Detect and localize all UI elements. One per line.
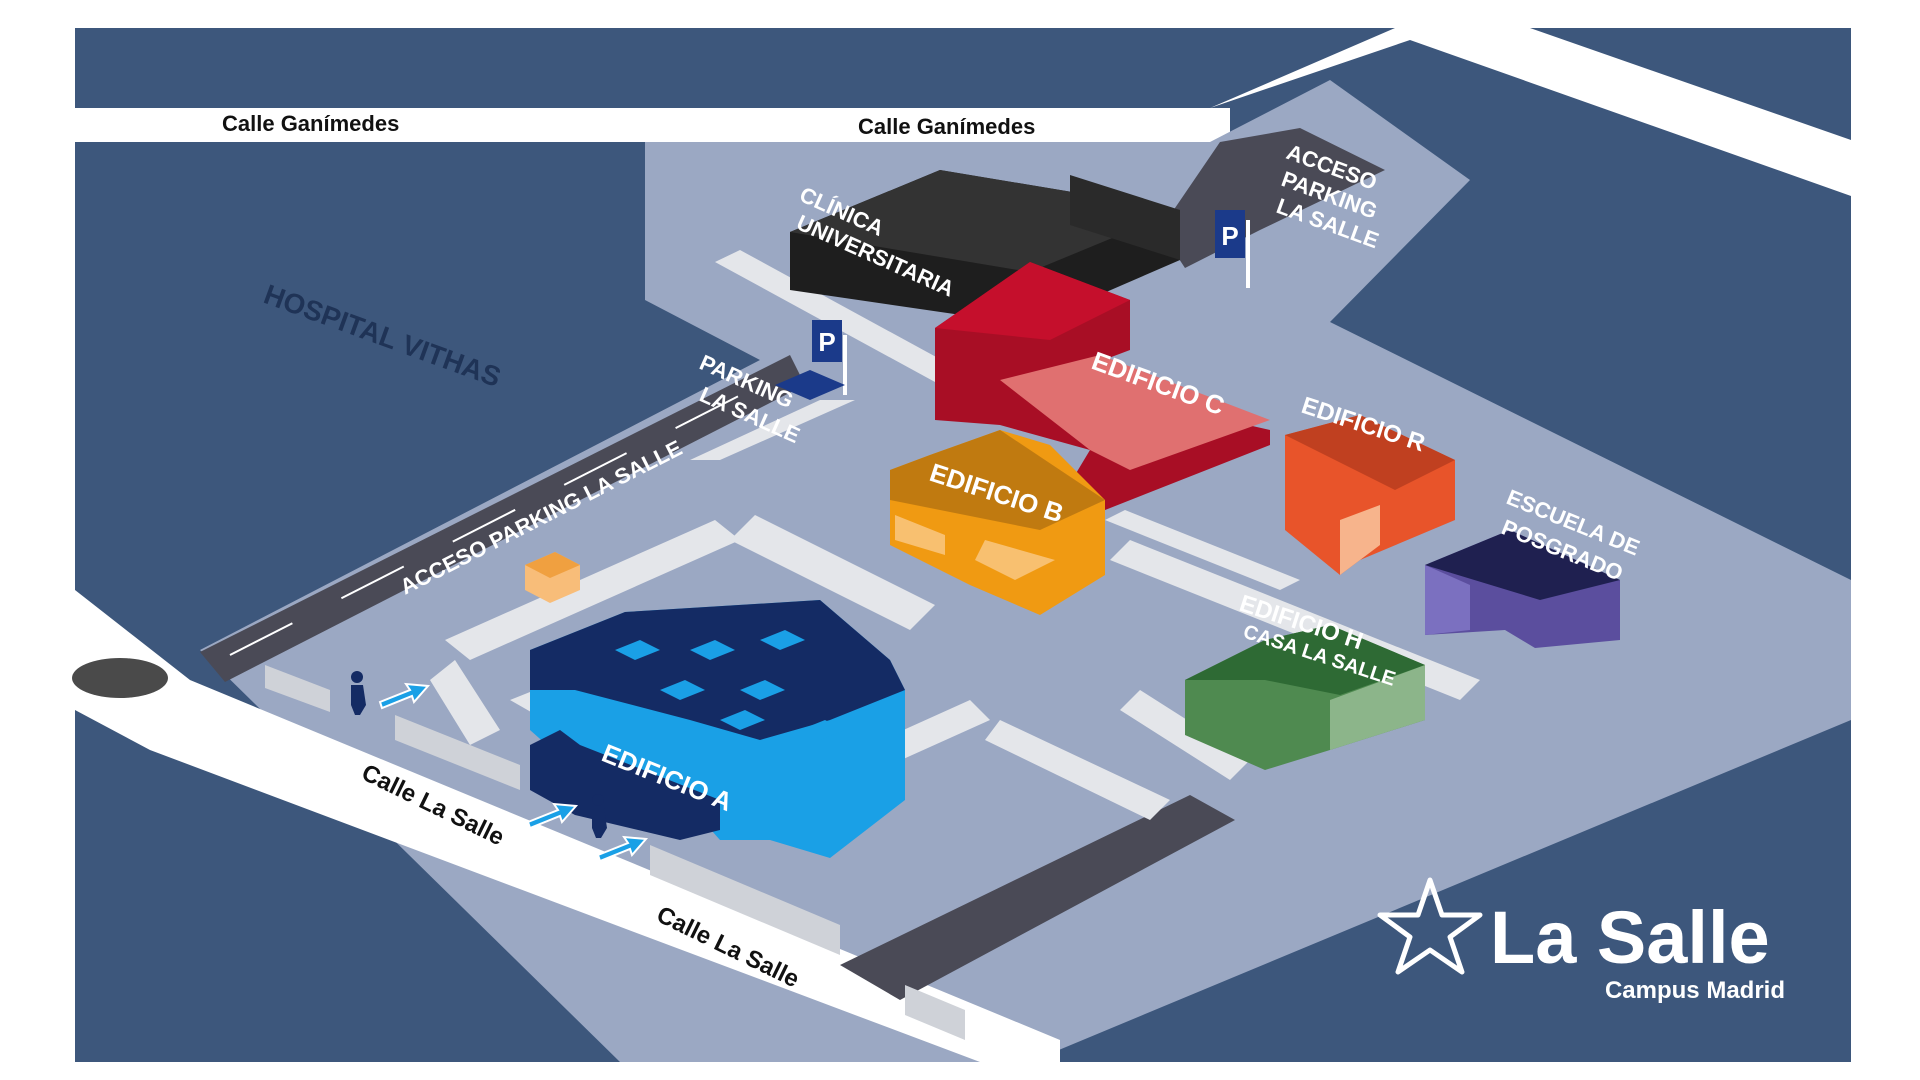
building-edificio-a[interactable] [530,600,905,858]
street-lasalle[interactable] [75,590,1060,1062]
sidewalk-block [265,665,330,712]
street-label: Calle Ganímedes [858,114,1035,139]
sidewalk-block [650,845,840,955]
parking-sign-right[interactable]: P [1215,210,1250,288]
pedestrian-icon [351,671,607,838]
sidewalk-block [905,985,965,1040]
building-edificio-r[interactable] [1285,415,1455,575]
roundabout [72,658,168,698]
building-posgrado[interactable] [1425,530,1620,648]
la-salle-logo: La Salle Campus Madrid [1377,877,1785,1004]
access-road-left[interactable] [200,355,805,682]
parking-sign-letter: P [1221,221,1238,251]
star-icon [1377,877,1483,975]
sidewalk-block [395,715,520,790]
building-edificio-b[interactable] [890,430,1105,615]
street-label: Calle Ganímedes [222,111,399,136]
street-ganimedes-diagonal[interactable] [1210,28,1851,196]
building-edificio-h[interactable] [1185,625,1425,770]
entrance-arrow-icon [378,682,649,863]
parking-marker [775,370,845,400]
access-road-bottom[interactable] [840,795,1235,1000]
road-dashes [229,374,781,656]
logo-subtitle: Campus Madrid [1605,977,1785,1004]
logo-brand: La Salle [1490,896,1770,979]
street-ganimedes[interactable] [75,108,1230,142]
parking-sign-letter: P [818,327,835,357]
building-edificio-c[interactable] [935,262,1270,512]
